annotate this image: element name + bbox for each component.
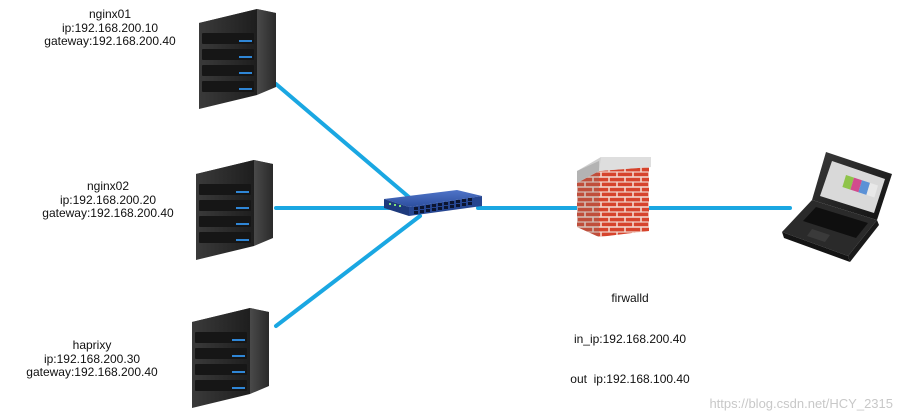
node-name: firwalld: [611, 291, 649, 305]
network-switch-icon: [384, 190, 482, 216]
node-ip: ip:192.168.200.20: [59, 192, 157, 207]
node-in-ip: in_ip:192.168.200.40: [573, 331, 687, 346]
server-icon: [192, 308, 269, 408]
connection-links: [274, 82, 792, 328]
node-gateway: gateway:192.168.200.40: [44, 34, 176, 48]
firewall-label: firwalld in_ip:192.168.200.40 out ip:192…: [550, 265, 710, 400]
node-name: nginx02: [86, 179, 130, 193]
link-nginx01-switch: [274, 82, 412, 200]
link-haprixy-switch: [274, 214, 422, 328]
node-gateway: gateway:192.168.200.40: [26, 365, 158, 379]
nginx02-label: nginx02 ip:192.168.200.20 gateway:192.16…: [18, 179, 198, 221]
haprixy-label: haprixy ip:192.168.200.30 gateway:192.16…: [2, 338, 182, 380]
server-icon: [196, 160, 273, 260]
node-out-ip: out ip:192.168.100.40: [570, 372, 690, 386]
firewall-icon: [577, 157, 651, 237]
server-icon: [199, 9, 276, 109]
node-ip: ip:192.168.200.10: [61, 20, 159, 35]
laptop-icon: [782, 152, 892, 262]
node-ip: ip:192.168.200.30: [43, 351, 141, 366]
watermark: https://blog.csdn.net/HCY_2315: [709, 396, 893, 411]
node-name: nginx01: [88, 7, 132, 21]
nginx01-label: nginx01 ip:192.168.200.10 gateway:192.16…: [20, 7, 200, 49]
node-gateway: gateway:192.168.200.40: [42, 206, 174, 220]
node-name: haprixy: [72, 338, 112, 352]
